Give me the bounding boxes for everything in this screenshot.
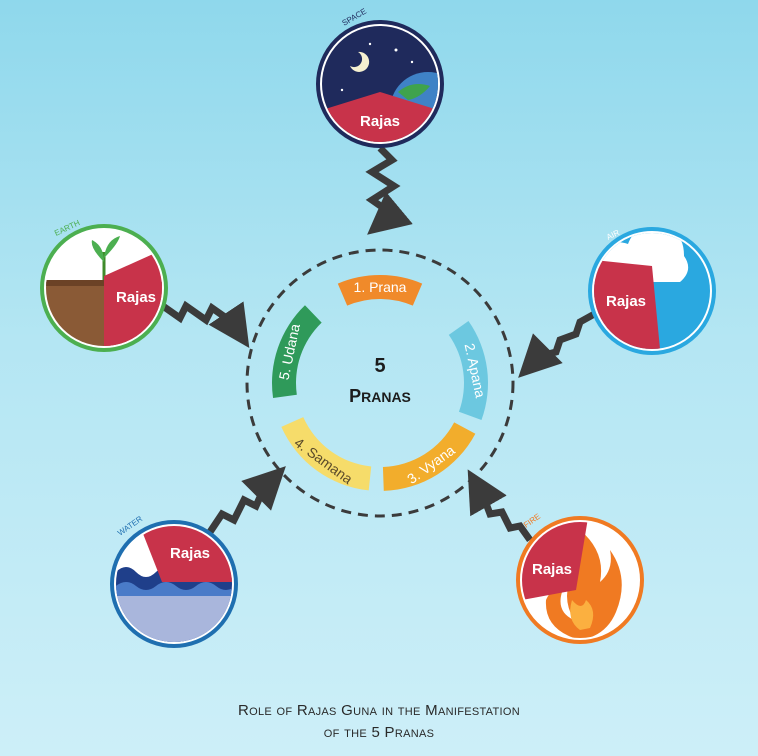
center-number: 5	[374, 355, 385, 377]
water-rajas-label: Rajas	[170, 545, 210, 562]
segment-samana	[281, 417, 372, 491]
segment-udana	[272, 305, 322, 399]
space-rajas-label: Rajas	[360, 113, 400, 130]
fire-element: Rajas FIRE	[516, 512, 644, 644]
outer-dashed-ring	[245, 248, 515, 518]
segment-prana	[337, 275, 423, 306]
arrow-earth	[157, 300, 250, 348]
arrow-air	[518, 308, 600, 378]
water-element: Rajas WATER	[110, 514, 238, 648]
air-element: Rajas AIR	[588, 227, 716, 355]
segment-label-prana: 1. Prana	[354, 279, 407, 295]
fire-label: FIRE	[522, 512, 542, 530]
caption-line-1: Role of Rajas Guna in the Manifestation	[238, 702, 520, 719]
moon-icon	[350, 51, 370, 72]
arrow-space	[365, 145, 413, 235]
flame-icon	[545, 530, 622, 638]
air-rajas-label: Rajas	[606, 293, 646, 310]
center-title: PRANAS	[349, 386, 411, 406]
earth-rajas-label: Rajas	[116, 289, 156, 306]
caption: Role of Rajas Guna in the Manifestation …	[0, 700, 758, 744]
caption-line-2: of the 5 Pranas	[323, 724, 435, 741]
fire-rajas-label: Rajas	[532, 561, 572, 578]
space-element: Rajas SPACE	[316, 7, 444, 148]
arrow-fire	[467, 469, 533, 543]
earth-element: Rajas EARTH	[40, 218, 168, 352]
arrow-water	[207, 466, 286, 534]
segment-apana	[448, 321, 489, 420]
arrows	[157, 145, 600, 543]
segment-vyana	[382, 422, 476, 491]
